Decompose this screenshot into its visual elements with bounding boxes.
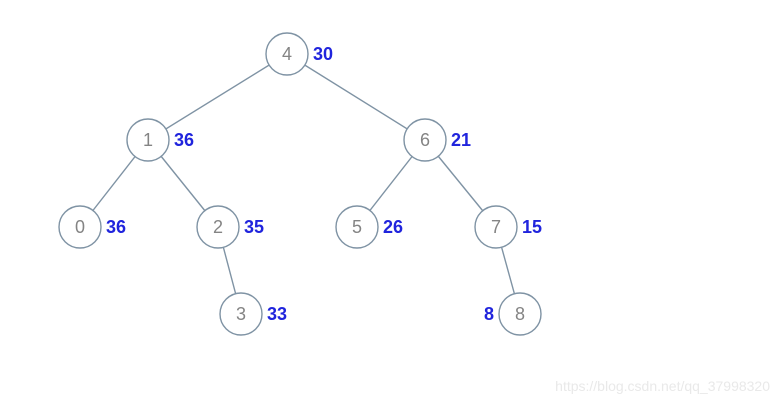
node-weight-label: 36 — [174, 130, 194, 150]
tree-node-left-right-right: 3 33 — [219, 292, 287, 336]
node-circle — [335, 205, 379, 249]
watermark-url: https://blog.csdn.net/qq_37998320 — [555, 378, 770, 394]
node-value: 7 — [491, 217, 501, 237]
node-weight-label: 30 — [313, 44, 333, 64]
node-circle — [58, 205, 102, 249]
tree-node-left-right: 2 35 — [196, 205, 264, 249]
edge-4-1 — [147, 53, 288, 141]
node-value: 4 — [282, 44, 292, 64]
node-weight-label: 33 — [267, 304, 287, 324]
node-weight-label: 36 — [106, 217, 126, 237]
node-value: 2 — [213, 217, 223, 237]
tree-node-right-right: 7 15 — [474, 205, 542, 249]
node-circle — [219, 292, 263, 336]
node-value: 8 — [515, 304, 525, 324]
tree-edges — [79, 53, 521, 315]
node-circle — [196, 205, 240, 249]
node-value: 3 — [236, 304, 246, 324]
node-circle — [265, 32, 309, 76]
node-weight-label: 26 — [383, 217, 403, 237]
node-weight-label: 21 — [451, 130, 471, 150]
node-weight-label: 15 — [522, 217, 542, 237]
node-circle — [403, 118, 447, 162]
node-value: 1 — [143, 130, 153, 150]
node-weight-label: 8 — [484, 304, 494, 324]
tree-node-root: 4 30 — [265, 32, 333, 76]
node-circle — [126, 118, 170, 162]
tree-node-left-left: 0 36 — [58, 205, 126, 249]
node-value: 6 — [420, 130, 430, 150]
tree-node-right-right-right: 8 8 — [484, 292, 542, 336]
edge-4-6 — [286, 53, 426, 141]
tree-node-right: 6 21 — [403, 118, 471, 162]
node-circle — [474, 205, 518, 249]
tree-node-left: 1 36 — [126, 118, 194, 162]
tree-node-right-left: 5 26 — [335, 205, 403, 249]
node-circle — [498, 292, 542, 336]
node-weight-label: 35 — [244, 217, 264, 237]
node-value: 5 — [352, 217, 362, 237]
node-value: 0 — [75, 217, 85, 237]
